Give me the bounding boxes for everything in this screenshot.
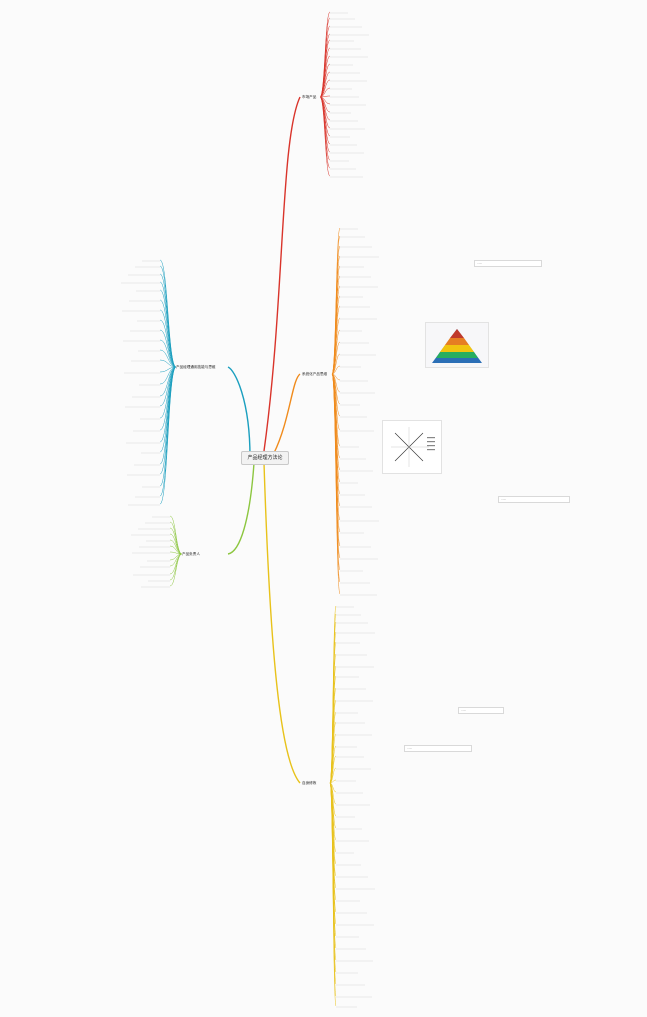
branch-node-4[interactable]: 自身修炼 bbox=[302, 781, 317, 785]
orange-leaf-11 bbox=[331, 341, 341, 375]
teal-leaf-1 bbox=[159, 265, 177, 368]
teal-leaf-11 bbox=[159, 359, 177, 368]
branch-line-1 bbox=[263, 96, 301, 452]
teal-leaf-24 bbox=[159, 366, 177, 505]
orange-leaf-10 bbox=[331, 329, 341, 375]
branch-line-5 bbox=[227, 462, 255, 555]
orange-leaf-9 bbox=[331, 317, 341, 375]
green-leaf-1 bbox=[169, 521, 183, 555]
teal-leaf-6 bbox=[159, 309, 177, 368]
callout-note-4: …… bbox=[404, 745, 472, 753]
branch-node-1[interactable]: 市场产品 bbox=[302, 95, 317, 99]
branch-line-2 bbox=[273, 373, 301, 454]
yellow-leaf-16 bbox=[329, 779, 337, 784]
branch-node-2[interactable]: 系统化产品思维 bbox=[302, 372, 328, 376]
chart-thumbnail bbox=[382, 420, 442, 474]
teal-leaf-5 bbox=[159, 299, 177, 368]
green-leaf-10 bbox=[169, 553, 183, 581]
callout-note-1: …… bbox=[474, 260, 542, 268]
teal-leaf-4 bbox=[159, 289, 177, 368]
teal-leaf-10 bbox=[159, 349, 177, 368]
red-leaf-19 bbox=[319, 96, 331, 161]
callout-note-2: …… bbox=[498, 496, 570, 504]
yellow-leaf-14 bbox=[329, 755, 337, 784]
branch-node-5[interactable]: 产品负责人 bbox=[182, 552, 200, 556]
branch-line-3 bbox=[227, 366, 251, 458]
branch-line-4 bbox=[263, 462, 301, 784]
pyramid-figure bbox=[425, 322, 489, 368]
callout-note-3: …… bbox=[458, 707, 504, 715]
teal-leaf-9 bbox=[159, 339, 177, 368]
green-leaf-11 bbox=[169, 553, 183, 587]
branch-node-3[interactable]: 产品经理通用技能与思维 bbox=[176, 365, 216, 369]
root-node[interactable]: 产品经理方法论 bbox=[241, 451, 289, 465]
yellow-leaf-15 bbox=[329, 767, 337, 784]
orange-leaf-13 bbox=[331, 365, 341, 375]
yellow-leaf-35 bbox=[329, 782, 337, 1007]
teal-leaf-22 bbox=[159, 366, 177, 487]
orange-leaf-20 bbox=[331, 373, 341, 459]
orange-leaf-12 bbox=[331, 353, 341, 375]
